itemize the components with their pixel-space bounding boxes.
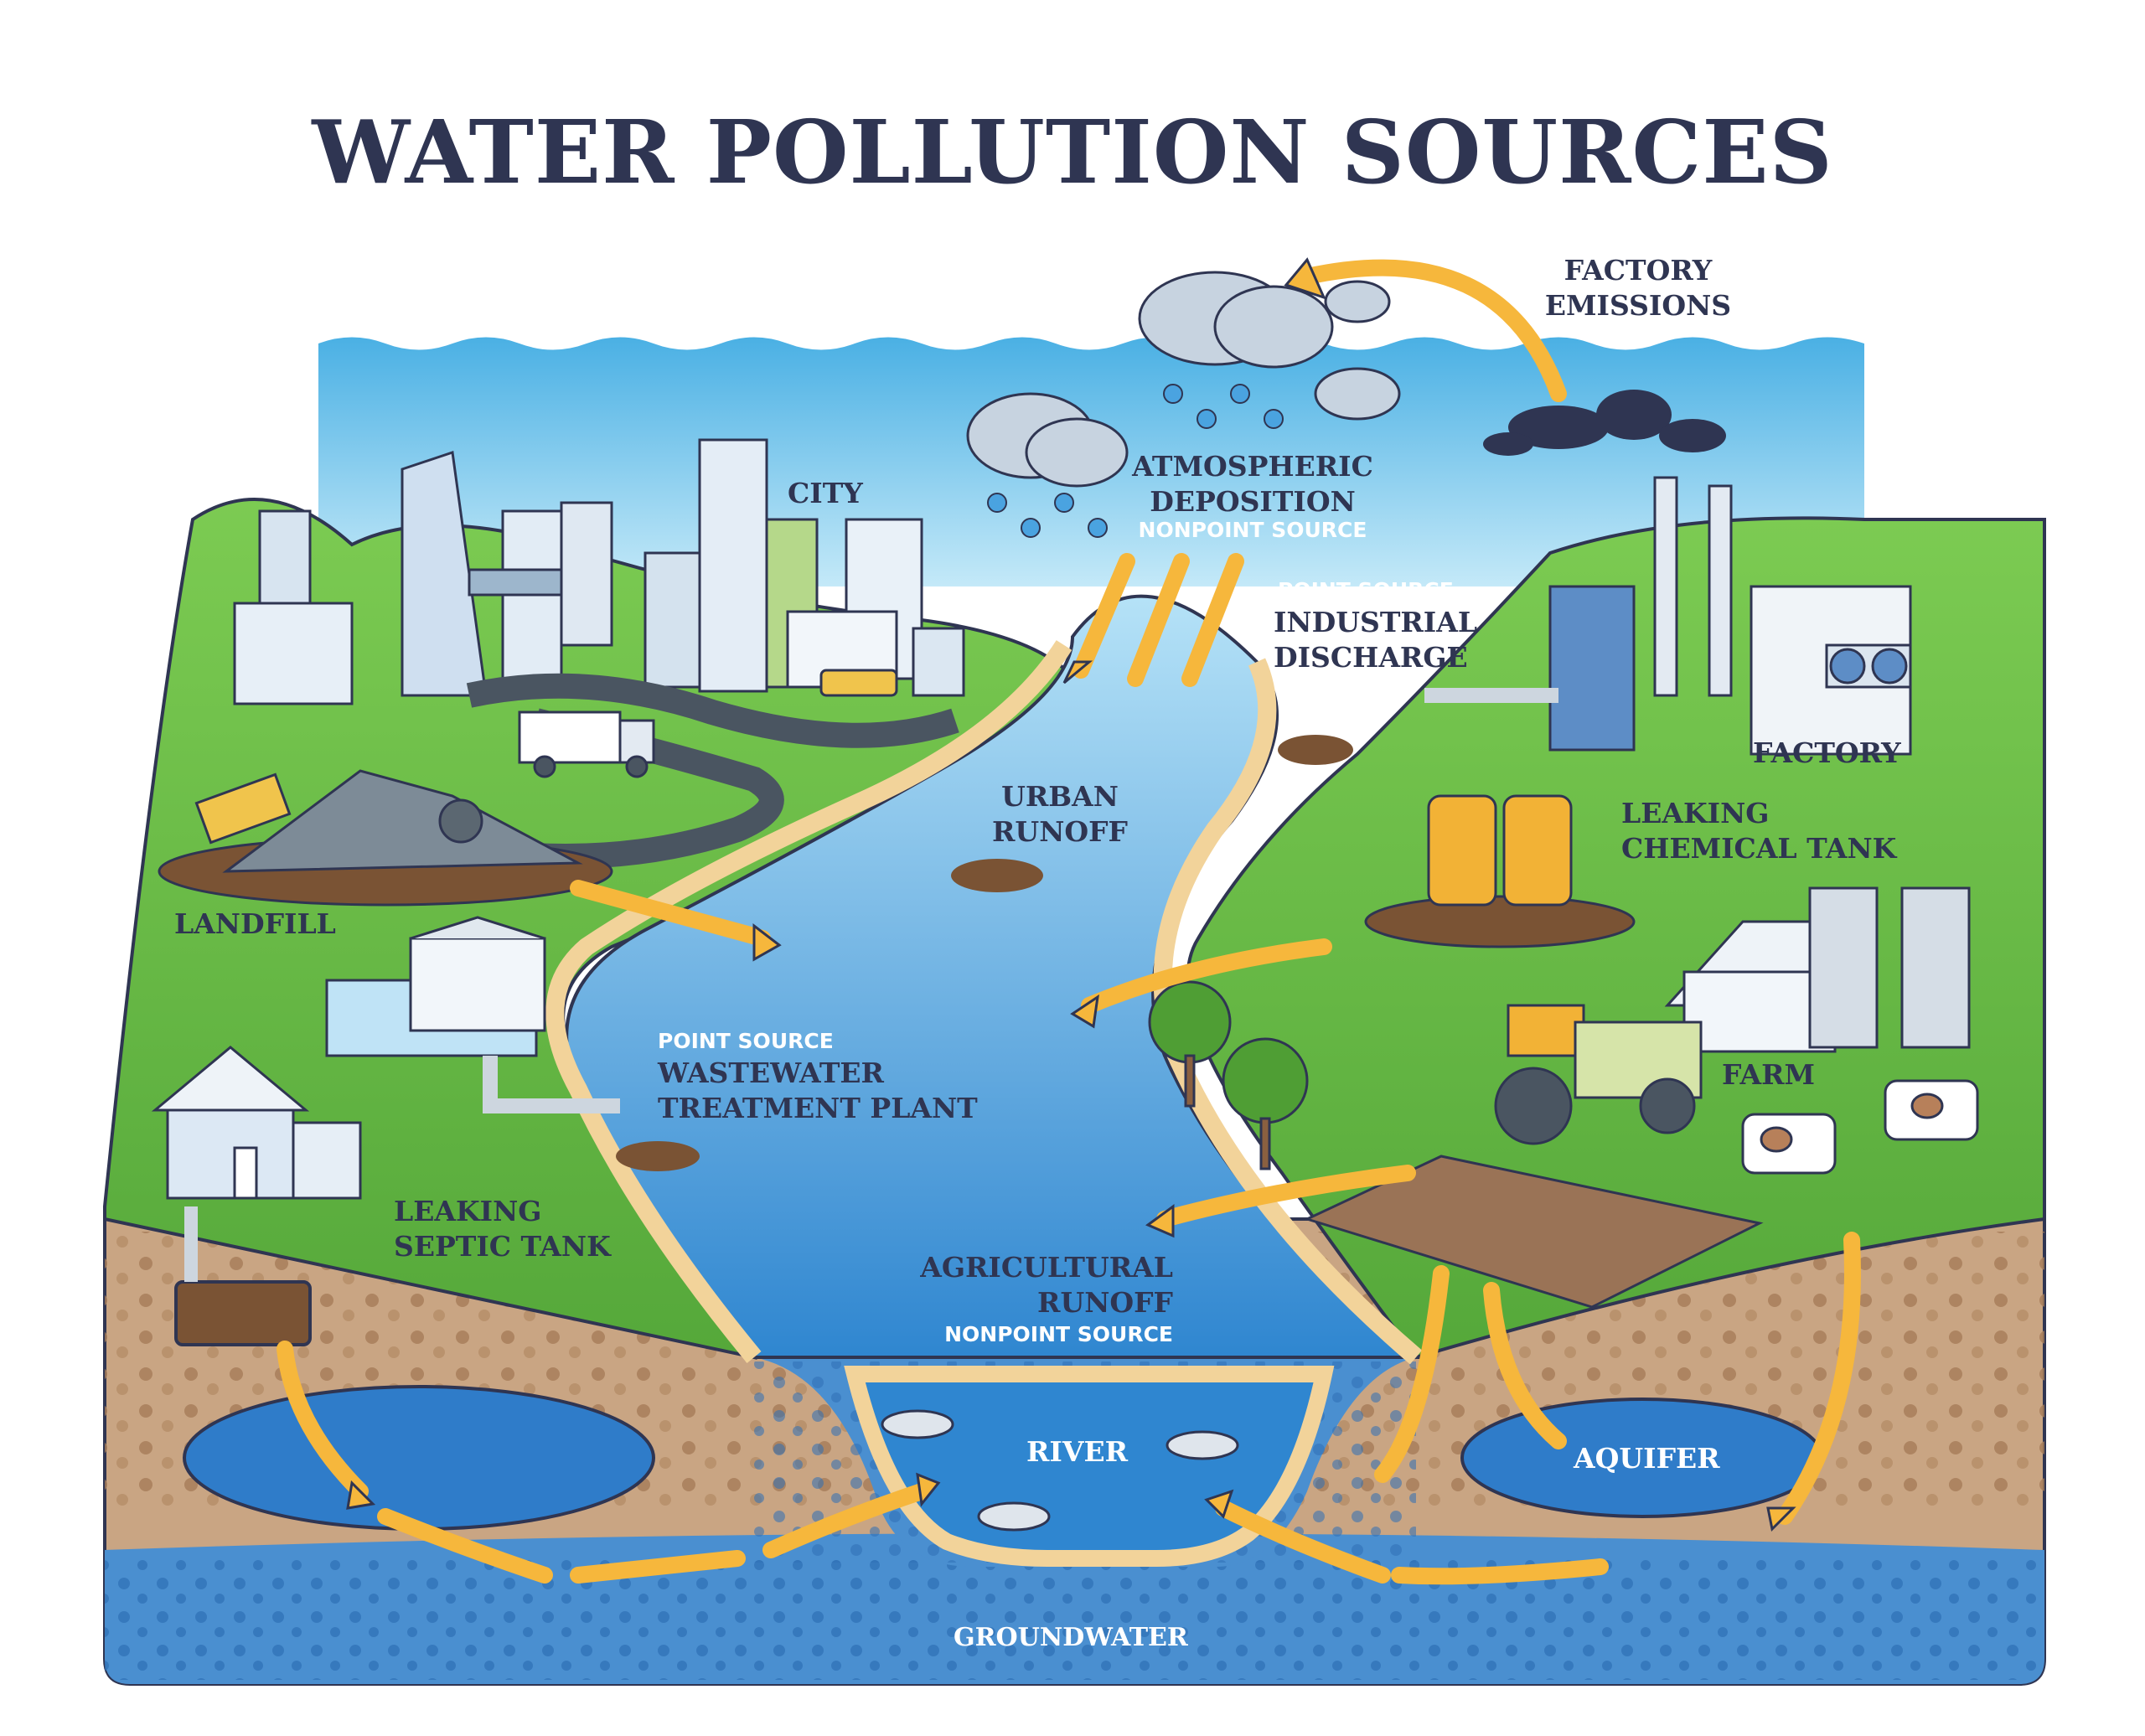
farm-buildings — [1664, 886, 1971, 1053]
factory — [1424, 476, 1912, 756]
deposition-arrow-2 — [1127, 553, 1190, 687]
label-line: WASTEWATER — [658, 1057, 884, 1089]
label-line: DISCHARGE — [1274, 641, 1468, 674]
raindrops — [987, 384, 1284, 538]
label-line: LEAKING — [1621, 797, 1770, 829]
arrow-heads — [346, 257, 1796, 1532]
label-line: SEPTIC TANK — [394, 1230, 611, 1263]
sublabel-wastewater: POINT SOURCE — [658, 1029, 834, 1053]
pollution-puddles — [616, 735, 1353, 1171]
landfill — [158, 769, 613, 907]
label-line: EMISSIONS — [1544, 289, 1732, 322]
gw-arrow-4 — [1391, 1558, 1609, 1585]
label-river: RIVER — [1026, 1435, 1129, 1468]
gw-arrow-5 — [1215, 1500, 1391, 1584]
label-line: TREATMENT PLANT — [658, 1092, 978, 1124]
tractor — [1494, 1004, 1703, 1145]
label-industrial-discharge: INDUSTRIAL DISCHARGE — [1274, 605, 1477, 675]
label-line: LEAKING — [394, 1195, 542, 1227]
city — [233, 438, 965, 705]
agri-arrow — [1156, 1165, 1416, 1227]
label-line: RUNOFF — [1037, 1286, 1173, 1319]
septic-arrow — [277, 1341, 369, 1500]
septic-tank — [174, 1280, 312, 1346]
fish — [881, 1409, 1239, 1532]
gw-arrow-3 — [762, 1483, 930, 1558]
label-factory-emissions: FACTORY EMISSIONS — [1542, 253, 1734, 323]
cows — [1741, 1079, 1979, 1175]
aquifer-arrow-3 — [1776, 1232, 1861, 1525]
label-farm: FARM — [1722, 1058, 1816, 1091]
deposition-arrow-3 — [1181, 553, 1244, 687]
truck — [518, 710, 655, 778]
emissions-smoke — [1483, 390, 1726, 456]
left-aquifer — [183, 1385, 655, 1531]
label-city: CITY — [788, 477, 863, 509]
chemical-tank — [1364, 794, 1636, 948]
emission-arrow — [1299, 259, 1567, 402]
clouds — [966, 271, 1401, 488]
house — [151, 1046, 362, 1200]
label-line: INDUSTRIAL — [1274, 606, 1478, 638]
label-atmospheric-deposition: ATMOSPHERIC DEPOSITION — [1123, 449, 1383, 519]
flow-arrows — [277, 259, 1861, 1585]
label-leaking-chemical-tank: LEAKING CHEMICAL TANK — [1621, 796, 1896, 866]
groundwater-texture — [105, 1558, 2044, 1680]
gw-arrow-1 — [377, 1508, 553, 1584]
wastewater-plant — [325, 916, 620, 1113]
label-wastewater-plant: WASTEWATER TREATMENT PLANT — [658, 1056, 978, 1126]
label-groundwater: GROUNDWATER — [954, 1623, 1188, 1652]
page-title: WATER POLLUTION SOURCES — [312, 101, 1833, 204]
label-line: URBAN — [1001, 780, 1119, 813]
car — [819, 669, 898, 697]
sublabel-atmospheric: NONPOINT SOURCE — [1138, 518, 1367, 542]
label-line: CHEMICAL TANK — [1621, 832, 1897, 865]
label-factory: FACTORY — [1753, 736, 1901, 769]
left-bank — [545, 640, 1072, 1363]
label-aquifer: AQUIFER — [1574, 1442, 1720, 1475]
label-leaking-septic-tank: LEAKING SEPTIC TANK — [394, 1194, 611, 1264]
label-landfill: LANDFILL — [174, 907, 336, 940]
label-line: ATMOSPHERIC — [1132, 450, 1373, 483]
aquifer-arrow-2 — [1483, 1282, 1567, 1449]
sublabel-industrial: POINT SOURCE — [1278, 578, 1454, 602]
label-line: FACTORY — [1564, 254, 1713, 287]
label-line: DEPOSITION — [1150, 485, 1356, 518]
deposition-arrow-1 — [1072, 553, 1135, 679]
label-agricultural-runoff: AGRICULTURAL RUNOFF — [888, 1250, 1173, 1320]
label-urban-runoff: URBAN RUNOFF — [985, 779, 1135, 850]
label-line: AGRICULTURAL — [920, 1251, 1173, 1284]
trees — [1148, 980, 1309, 1170]
aquifer-arrow-1 — [1374, 1265, 1450, 1483]
chemical-arrow — [1081, 938, 1332, 1014]
gw-arrow-2 — [570, 1550, 746, 1584]
label-line: RUNOFF — [992, 815, 1128, 848]
sublabel-agricultural: NONPOINT SOURCE — [944, 1322, 1173, 1346]
landfill-arrow — [570, 880, 771, 947]
